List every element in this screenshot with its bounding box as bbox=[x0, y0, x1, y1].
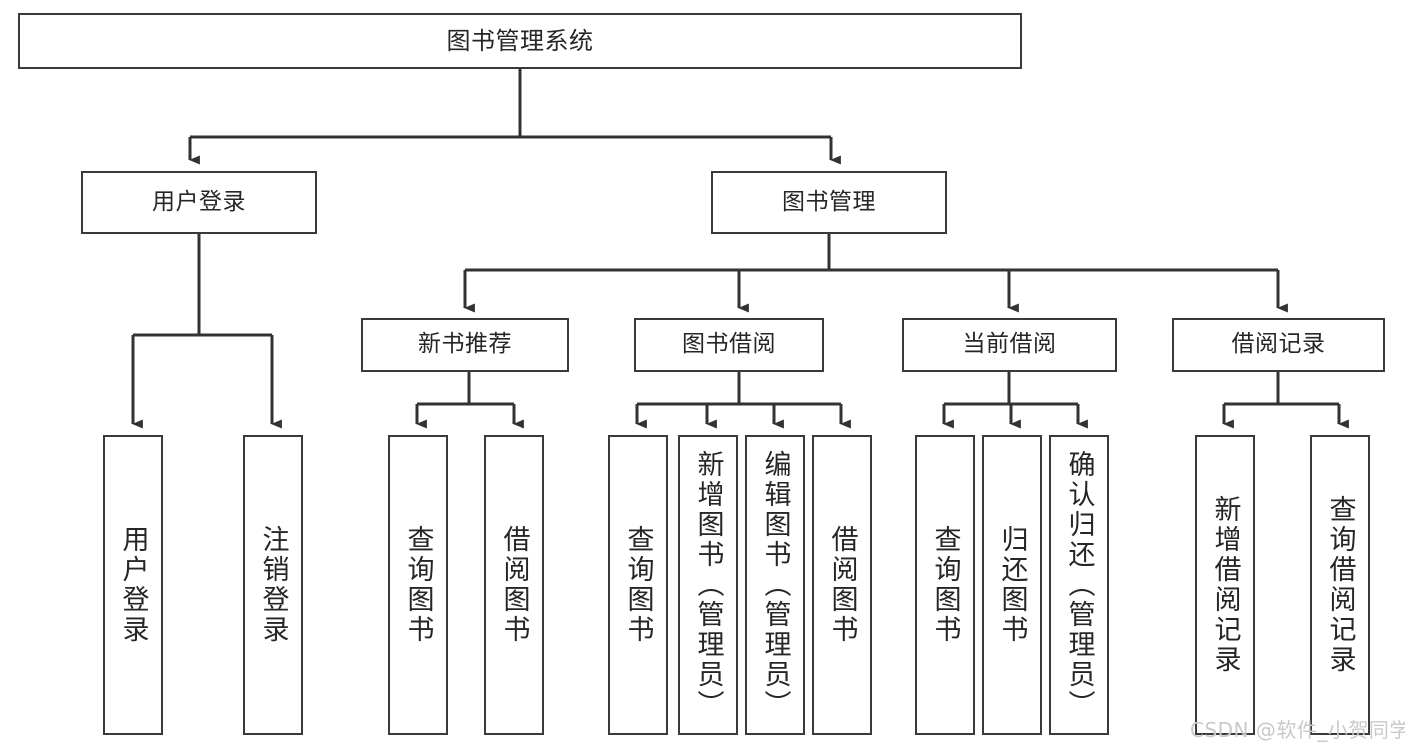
node-leaf-query-book-2[interactable]: 查询图书 bbox=[608, 435, 668, 735]
node-leaf-user-login[interactable]: 用户登录 bbox=[103, 435, 163, 735]
node-leaf-borrow-book-1[interactable]: 借阅图书 bbox=[484, 435, 544, 735]
node-book-borrow-label: 图书借阅 bbox=[682, 331, 776, 358]
node-leaf-edit-book[interactable]: 编辑图书（管理员） bbox=[745, 435, 805, 735]
node-new-book-recommend-label: 新书推荐 bbox=[418, 331, 512, 358]
node-leaf-query-record-label: 查询借阅记录 bbox=[1324, 495, 1356, 675]
node-leaf-add-record-label: 新增借阅记录 bbox=[1209, 495, 1241, 675]
node-leaf-query-record[interactable]: 查询借阅记录 bbox=[1310, 435, 1370, 735]
node-book-borrow[interactable]: 图书借阅 bbox=[634, 318, 824, 372]
node-root-label: 图书管理系统 bbox=[446, 26, 594, 55]
node-leaf-borrow-book-2[interactable]: 借阅图书 bbox=[812, 435, 872, 735]
node-leaf-query-book-3[interactable]: 查询图书 bbox=[915, 435, 975, 735]
csdn-watermark: CSDN @软件_小贺同学 bbox=[1190, 718, 1405, 742]
node-leaf-user-login-label: 用户登录 bbox=[117, 525, 149, 645]
node-leaf-borrow-book-2-label: 借阅图书 bbox=[826, 525, 858, 645]
node-book-management[interactable]: 图书管理 bbox=[711, 171, 947, 234]
node-book-management-label: 图书管理 bbox=[782, 188, 876, 215]
node-leaf-logout[interactable]: 注销登录 bbox=[243, 435, 303, 735]
node-user-login-label: 用户登录 bbox=[152, 188, 246, 215]
node-leaf-add-book[interactable]: 新增图书（管理员） bbox=[678, 435, 738, 735]
node-current-borrow[interactable]: 当前借阅 bbox=[902, 318, 1117, 372]
node-user-login[interactable]: 用户登录 bbox=[81, 171, 317, 234]
node-leaf-query-book-2-label: 查询图书 bbox=[622, 525, 654, 645]
node-leaf-logout-label: 注销登录 bbox=[257, 525, 289, 645]
node-leaf-add-book-label: 新增图书（管理员） bbox=[692, 450, 724, 720]
node-borrow-record[interactable]: 借阅记录 bbox=[1172, 318, 1385, 372]
node-leaf-add-record[interactable]: 新增借阅记录 bbox=[1195, 435, 1255, 735]
node-leaf-query-book-3-label: 查询图书 bbox=[929, 525, 961, 645]
node-current-borrow-label: 当前借阅 bbox=[962, 331, 1057, 358]
node-new-book-recommend[interactable]: 新书推荐 bbox=[361, 318, 569, 372]
node-leaf-query-book-1[interactable]: 查询图书 bbox=[388, 435, 448, 735]
node-leaf-return-book[interactable]: 归还图书 bbox=[982, 435, 1042, 735]
node-leaf-return-book-label: 归还图书 bbox=[996, 525, 1028, 645]
node-leaf-query-book-1-label: 查询图书 bbox=[402, 525, 434, 645]
node-leaf-edit-book-label: 编辑图书（管理员） bbox=[759, 450, 791, 720]
node-leaf-borrow-book-1-label: 借阅图书 bbox=[498, 525, 530, 645]
node-leaf-confirm-return-label: 确认归还（管理员） bbox=[1063, 450, 1095, 720]
node-leaf-confirm-return[interactable]: 确认归还（管理员） bbox=[1049, 435, 1109, 735]
node-root-book-management-system[interactable]: 图书管理系统 bbox=[18, 13, 1022, 69]
node-borrow-record-label: 借阅记录 bbox=[1231, 331, 1326, 358]
